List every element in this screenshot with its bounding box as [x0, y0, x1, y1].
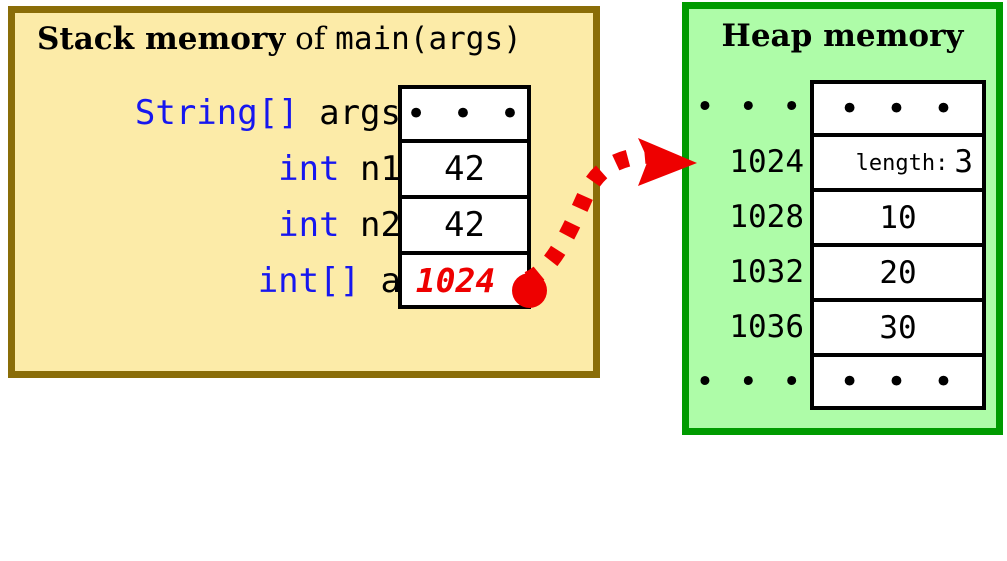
stack-memory-region: Stack memory of main(args) String[] args…	[8, 6, 600, 378]
stack-value-args: • • •	[405, 94, 524, 134]
stack-value-n2: 42	[444, 205, 485, 245]
stack-value-a-reference: 1024	[415, 260, 496, 300]
stack-row-n2: int n2 42	[15, 197, 599, 253]
heap-address-ellipsis-bottom: • • •	[695, 364, 804, 400]
stack-title-bold: Stack memory	[37, 21, 286, 57]
stack-type-n2: int	[278, 205, 340, 245]
stack-var-n2: n2	[339, 205, 401, 245]
heap-row-1028: 1028 10	[689, 190, 996, 245]
stack-cell-args: • • •	[398, 85, 531, 141]
heap-address-1024: 1024	[729, 144, 804, 180]
heap-cell-1036: 30	[810, 300, 986, 355]
stack-frame-table: String[] args • • • int n1 42 int n2 42	[15, 85, 599, 309]
stack-label-n1: int n1	[278, 141, 401, 197]
heap-value-ellipsis-top: • • •	[839, 88, 957, 129]
stack-title-middle: of	[285, 21, 336, 57]
heap-length-label: length:	[855, 150, 949, 176]
stack-cell-a: 1024	[398, 253, 531, 309]
stack-row-a: int[] a 1024	[15, 253, 599, 309]
stack-row-args: String[] args • • •	[15, 85, 599, 141]
stack-label-a: int[] a	[258, 253, 401, 309]
stack-type-args: String[]	[134, 93, 299, 133]
stack-value-n1: 42	[444, 149, 485, 189]
heap-row-1024: 1024 length:3	[689, 135, 996, 190]
heap-memory-title: Heap memory	[721, 18, 964, 54]
heap-row-1036: 1036 30	[689, 300, 996, 355]
stack-var-args: args	[298, 93, 401, 133]
heap-length-value: 3	[954, 144, 973, 180]
heap-row-ellipsis-top: • • • • • •	[689, 80, 996, 135]
stack-type-n1: int	[278, 149, 340, 189]
heap-memory-region: Heap memory • • • • • • 1024 length:3 10…	[682, 2, 1003, 435]
heap-cell-1024-length: length:3	[810, 135, 986, 190]
stack-var-n1: n1	[339, 149, 401, 189]
heap-cell-1032: 20	[810, 245, 986, 300]
stack-cell-n2: 42	[398, 197, 531, 253]
stack-var-a: a	[360, 261, 401, 301]
heap-address-ellipsis-top: • • •	[695, 89, 804, 125]
heap-cell-ellipsis-bottom: • • •	[810, 355, 986, 410]
heap-address-1036: 1036	[729, 309, 804, 345]
stack-title-mono: main(args)	[335, 21, 522, 57]
heap-value-1036: 30	[879, 309, 917, 346]
stack-label-args: String[] args	[135, 85, 401, 141]
heap-cell-1028: 10	[810, 190, 986, 245]
heap-address-1028: 1028	[729, 199, 804, 235]
heap-row-1032: 1032 20	[689, 245, 996, 300]
heap-value-1032: 20	[879, 254, 917, 291]
stack-cell-n1: 42	[398, 141, 531, 197]
heap-value-ellipsis-bottom: • • •	[839, 361, 957, 402]
heap-address-1032: 1032	[729, 254, 804, 290]
stack-type-a: int[]	[257, 261, 361, 301]
stack-label-n2: int n2	[278, 197, 401, 253]
heap-cell-ellipsis-top: • • •	[810, 80, 986, 135]
stack-memory-title: Stack memory of main(args)	[37, 24, 522, 55]
stack-row-n1: int n1 42	[15, 141, 599, 197]
heap-row-ellipsis-bottom: • • • • • •	[689, 355, 996, 410]
heap-memory-table: • • • • • • 1024 length:3 1028 10 1032 2…	[689, 80, 996, 410]
reference-origin-dot-icon	[512, 273, 547, 308]
heap-value-1028: 10	[879, 199, 917, 236]
